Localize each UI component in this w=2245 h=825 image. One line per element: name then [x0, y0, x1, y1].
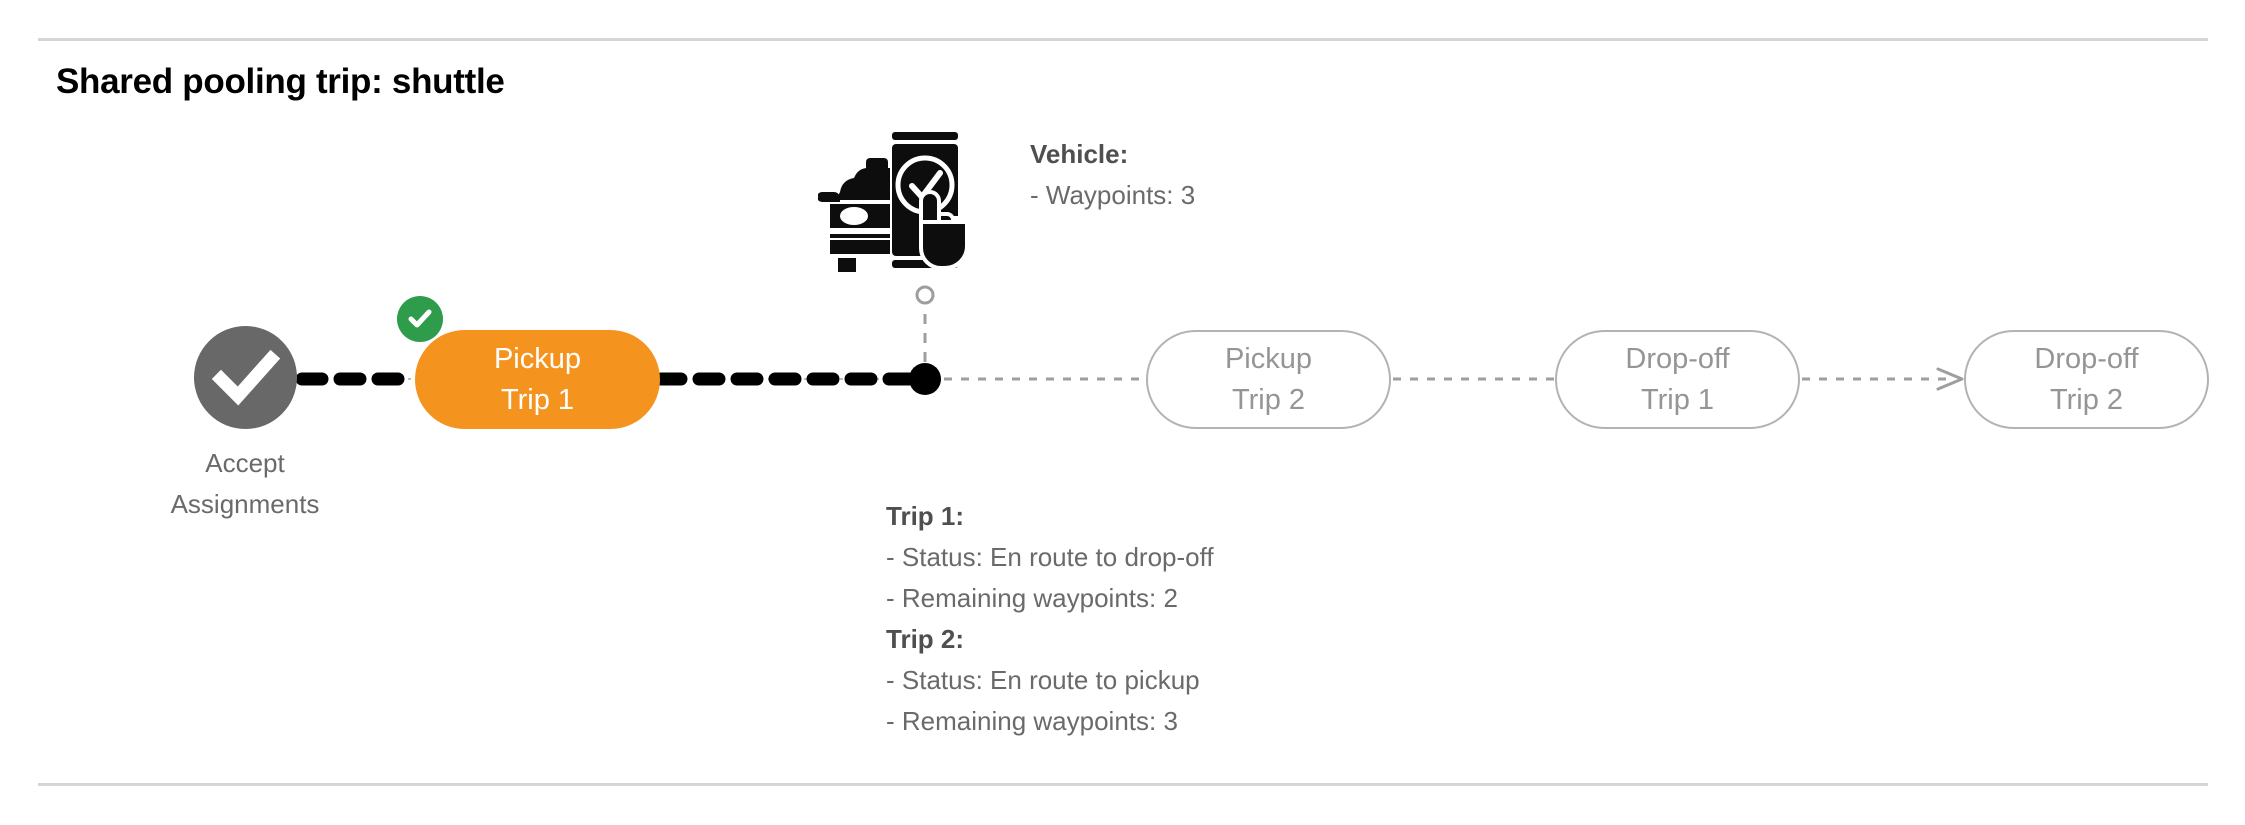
- trip-1-heading: Trip 1:: [886, 496, 1214, 537]
- check-circle-icon: [211, 349, 281, 406]
- trip-info-block: Trip 1: - Status: En route to drop-off -…: [886, 496, 1214, 742]
- node-pickup-trip-1-line1: Pickup: [493, 342, 582, 375]
- trip-2-heading-text: Trip 2: [886, 624, 956, 654]
- path-arrowhead-icon: [1936, 367, 1964, 391]
- vehicle-waypoints-line: - Waypoints: 3: [1030, 180, 1196, 210]
- trip-1-heading-colon: :: [955, 501, 965, 531]
- trip-2-status-line: - Status: En route to pickup: [886, 665, 1200, 695]
- accept-assignments-circle: [194, 326, 297, 429]
- trip-2-heading: Trip 2:: [886, 619, 1214, 660]
- node-pickup-trip-1-line2: Trip 1: [500, 383, 575, 416]
- node-dropoff-trip-2[interactable]: Drop-off Trip 2: [1964, 330, 2209, 429]
- node-dropoff-trip-1-line1: Drop-off: [1625, 342, 1730, 375]
- trip-1-heading-text: Trip 1: [886, 501, 956, 531]
- node-dropoff-trip-2-line1: Drop-off: [2034, 342, 2139, 375]
- vehicle-anchor-circle: [915, 285, 935, 305]
- vehicle-heading-text: Vehicle: [1030, 139, 1120, 169]
- node-dropoff-trip-1-line2: Trip 1: [1640, 383, 1715, 416]
- node-pickup-trip-2[interactable]: Pickup Trip 2: [1146, 330, 1391, 429]
- vehicle-heading-colon: :: [1119, 139, 1129, 169]
- top-divider: [38, 38, 2208, 41]
- sidebar-item-accept-assignments[interactable]: [194, 326, 297, 429]
- node-pickup-trip-2-line1: Pickup: [1224, 342, 1313, 375]
- accept-assignments-label: Accept Assignments: [105, 443, 385, 525]
- check-icon: [408, 309, 432, 328]
- trip-2-waypoints-line: - Remaining waypoints: 3: [886, 706, 1178, 736]
- trip-1-status-line: - Status: En route to drop-off: [886, 542, 1214, 572]
- vehicle-info-heading: Vehicle:: [1030, 134, 1195, 175]
- trip-1-waypoints-line: - Remaining waypoints: 2: [886, 583, 1178, 613]
- accept-label-line1: Accept: [205, 448, 285, 478]
- node-dropoff-trip-1[interactable]: Drop-off Trip 1: [1555, 330, 1800, 429]
- trip-2-heading-colon: :: [955, 624, 965, 654]
- vehicle-info-block: Vehicle: - Waypoints: 3: [1030, 134, 1195, 216]
- pointing-hand-glyph: [919, 189, 969, 270]
- car-glyph: [818, 158, 890, 272]
- node-dropoff-trip-2-line2: Trip 2: [2049, 383, 2124, 416]
- node-pickup-trip-2-line2: Trip 2: [1231, 383, 1306, 416]
- accept-label-line2: Assignments: [170, 489, 320, 519]
- bottom-divider: [38, 783, 2208, 786]
- current-position-dot: [909, 363, 941, 395]
- completed-check-badge: [397, 296, 443, 342]
- node-pickup-trip-1[interactable]: Pickup Trip 1: [415, 330, 660, 429]
- page-title: Shared pooling trip: shuttle: [56, 62, 505, 101]
- vehicle-app-check-icon: [818, 132, 969, 272]
